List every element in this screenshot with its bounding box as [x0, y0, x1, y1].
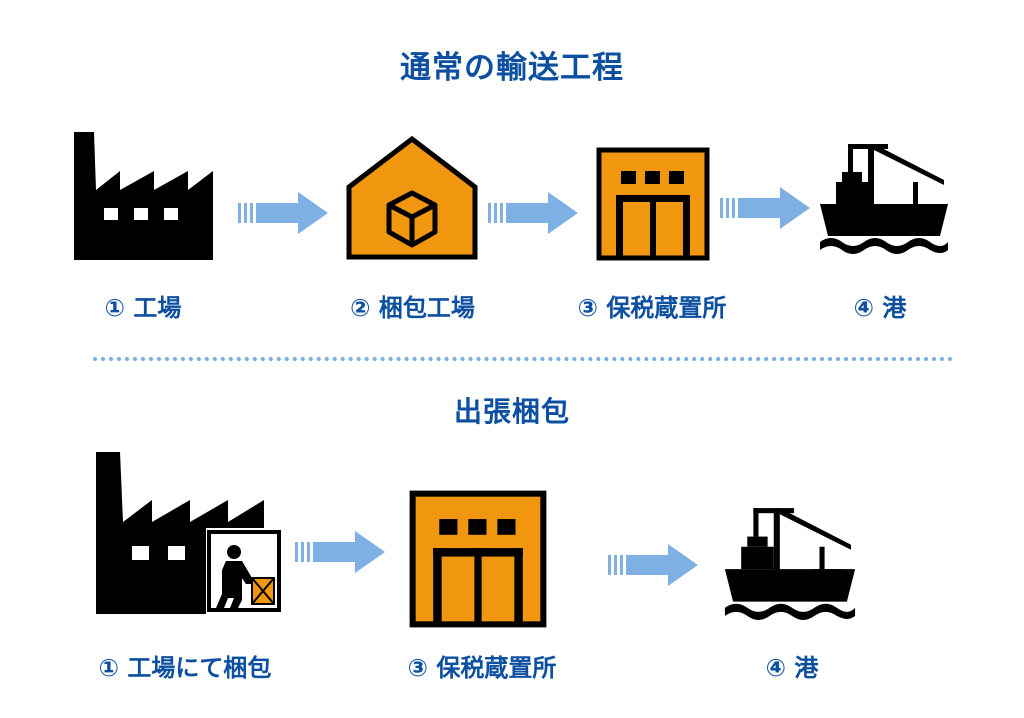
- step-label-factory-packing: ① 工場にて梱包: [98, 654, 272, 682]
- step-label-factory: ① 工場: [104, 294, 182, 322]
- packing-factory-icon: [346, 135, 478, 260]
- bonded-warehouse-icon: [596, 147, 710, 261]
- step-label-port: ④ 港: [853, 294, 907, 322]
- arrow-right-icon: [720, 187, 810, 229]
- factory-icon: [74, 132, 213, 260]
- arrow-right-icon: [488, 192, 578, 234]
- arrow-right-icon: [238, 192, 328, 234]
- bonded-warehouse-icon: [409, 490, 547, 628]
- factory-packing-icon: [96, 452, 282, 614]
- title-onsite-packing: 出張梱包: [453, 395, 570, 428]
- port-ship-icon: [820, 144, 948, 254]
- arrow-right-icon: [608, 544, 698, 586]
- section-divider: [93, 357, 953, 361]
- step-label-bonded-warehouse: ③ 保税蔵置所: [407, 654, 557, 682]
- port-ship-icon: [724, 508, 856, 620]
- arrow-right-icon: [295, 531, 385, 573]
- step-label-port: ④ 港: [765, 654, 819, 682]
- title-normal-transport: 通常の輸送工程: [400, 50, 624, 86]
- step-label-packing-factory: ② 梱包工場: [350, 294, 475, 322]
- step-label-bonded-warehouse: ③ 保税蔵置所: [577, 294, 727, 322]
